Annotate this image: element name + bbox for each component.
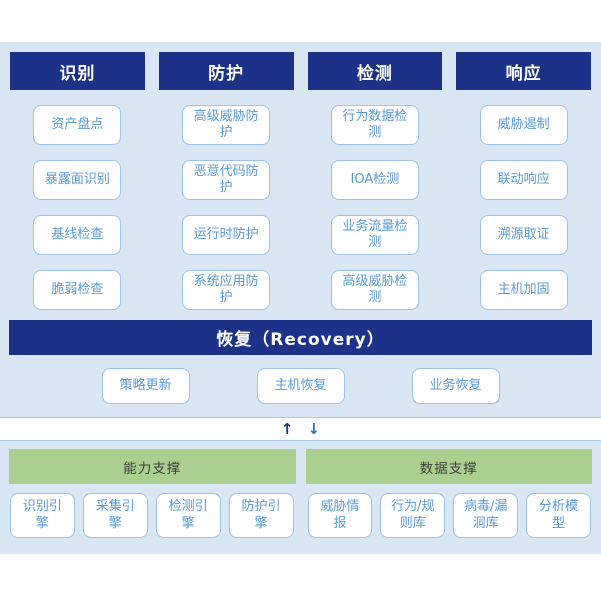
data-node-analysis-model: 分析模型 <box>526 493 591 538</box>
framework-panel: 识别 资产盘点 暴露面识别 基线检查 脆弱检查 防护 高级威胁防护 恶意代码防护… <box>0 42 601 554</box>
support-nodes: 识别引擎 采集引擎 检测引擎 防护引擎 威胁情报 行为/规则库 病毒/漏洞库 分… <box>0 493 601 538</box>
recovery-node-business-recovery: 业务恢复 <box>411 368 500 404</box>
identify-header: 识别 <box>10 52 145 90</box>
data-support-group: 威胁情报 行为/规则库 病毒/漏洞库 分析模型 <box>307 493 591 538</box>
respond-header: 响应 <box>456 52 591 90</box>
down-arrow-icon: ↓ <box>307 419 321 438</box>
column-respond: 响应 威胁遏制 联动响应 溯源取证 主机加固 <box>456 52 591 310</box>
pillar-columns: 识别 资产盘点 暴露面识别 基线检查 脆弱检查 防护 高级威胁防护 恶意代码防护… <box>0 52 601 310</box>
detect-node-advanced-threat: 高级威胁检测 <box>330 270 419 310</box>
recovery-header: 恢复（Recovery） <box>9 320 592 355</box>
detect-node-business-traffic: 业务流量检测 <box>330 215 419 255</box>
respond-node-trace-forensics: 溯源取证 <box>479 215 568 255</box>
detect-node-behavior-data: 行为数据检测 <box>330 105 419 145</box>
connector-strip: ↑ ↓ <box>0 417 601 441</box>
up-arrow-icon: ↑ <box>280 419 294 438</box>
identify-node-exposure-recognition: 暴露面识别 <box>33 160 122 200</box>
respond-node-threat-containment: 威胁遏制 <box>479 105 568 145</box>
capability-node-identify-engine: 识别引擎 <box>10 493 75 538</box>
protect-node-runtime: 运行时防护 <box>182 215 271 255</box>
identify-node-baseline-check: 基线检查 <box>33 215 122 255</box>
protect-node-system-app: 系统应用防护 <box>182 270 271 310</box>
recovery-node-policy-update: 策略更新 <box>101 368 190 404</box>
identify-node-vulnerability-check: 脆弱检查 <box>33 270 122 310</box>
protect-node-advanced-threat: 高级威胁防护 <box>182 105 271 145</box>
recovery-nodes: 策略更新 主机恢复 业务恢复 <box>0 368 601 404</box>
capability-node-detect-engine: 检测引擎 <box>155 493 221 538</box>
column-identify: 识别 资产盘点 暴露面识别 基线检查 脆弱检查 <box>10 52 145 310</box>
column-protect: 防护 高级威胁防护 恶意代码防护 运行时防护 系统应用防护 <box>158 52 294 310</box>
respond-node-host-hardening: 主机加固 <box>479 270 568 310</box>
support-headers: 能力支撑 数据支撑 <box>0 449 601 484</box>
capability-support-header: 能力支撑 <box>9 449 296 484</box>
capability-node-protect-engine: 防护引擎 <box>228 493 294 538</box>
data-support-header: 数据支撑 <box>305 449 592 484</box>
detect-header: 检测 <box>307 52 443 90</box>
protect-node-malicious-code: 恶意代码防护 <box>182 160 271 200</box>
respond-node-linked-response: 联动响应 <box>479 160 568 200</box>
data-node-behavior-rule-base: 行为/规则库 <box>380 493 446 538</box>
protect-header: 防护 <box>158 52 294 90</box>
column-detect: 检测 行为数据检测 IOA检测 业务流量检测 高级威胁检测 <box>307 52 443 310</box>
recovery-node-host-recovery: 主机恢复 <box>256 368 345 404</box>
capability-support-group: 识别引擎 采集引擎 检测引擎 防护引擎 <box>10 493 294 538</box>
capability-node-collection-engine: 采集引擎 <box>82 493 148 538</box>
detect-node-ioa: IOA检测 <box>330 160 419 200</box>
data-node-virus-vuln-base: 病毒/漏洞库 <box>453 493 519 538</box>
identify-node-asset-inventory: 资产盘点 <box>33 105 122 145</box>
data-node-threat-intel: 威胁情报 <box>307 493 373 538</box>
